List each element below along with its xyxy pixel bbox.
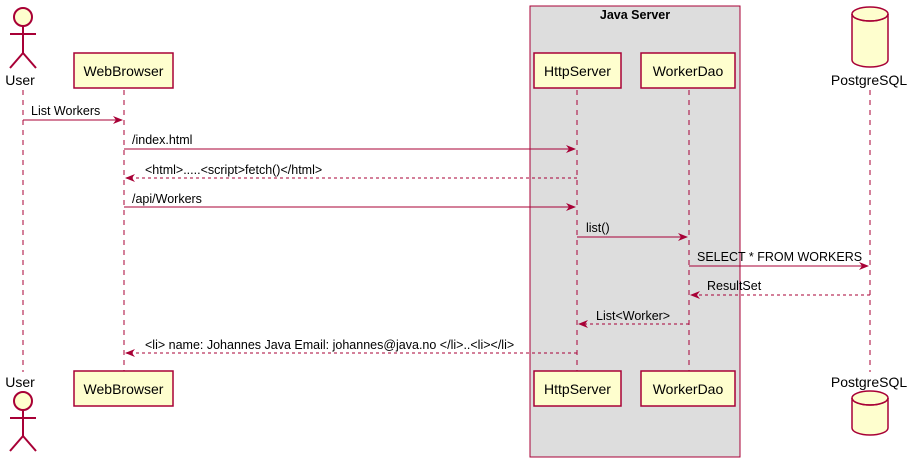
participant-label: PostgreSQL	[831, 374, 907, 390]
participant-db-bottom: PostgreSQL	[831, 374, 907, 436]
lifelines	[22, 90, 871, 372]
message-label: ResultSet	[707, 279, 762, 293]
message-8: List<Worker>	[578, 309, 689, 328]
message-3: <html>.....<script>fetch()</html>	[125, 163, 577, 182]
message-label: <html>.....<script>fetch()</html>	[145, 163, 322, 177]
message-2: /index.html	[124, 133, 576, 153]
participant-http-top: HttpServer	[533, 52, 622, 89]
participant-db-top: PostgreSQL	[831, 6, 907, 88]
participant-label: WorkerDao	[653, 381, 724, 397]
participant-label: User	[5, 72, 35, 88]
database-icon	[851, 390, 889, 436]
participant-label: WorkerDao	[653, 63, 724, 79]
message-label: <li> name: Johannes Java Email: johannes…	[145, 338, 514, 352]
message-label: /api/Workers	[132, 192, 202, 206]
database-icon	[851, 6, 889, 68]
participant-label: WebBrowser	[84, 63, 164, 79]
message-7: ResultSet	[690, 279, 870, 299]
actor-icon	[9, 391, 37, 452]
participant-label: HttpServer	[544, 381, 611, 397]
actor-icon	[9, 7, 37, 69]
participant-browser-bottom: WebBrowser	[73, 370, 174, 407]
participant-browser-top: WebBrowser	[73, 52, 174, 89]
message-5: list()	[577, 221, 688, 241]
participant-user-top: User	[5, 7, 37, 88]
participant-dao-top: WorkerDao	[640, 52, 736, 89]
participant-label: PostgreSQL	[831, 72, 907, 88]
message-label: /index.html	[132, 133, 192, 147]
message-9: <li> name: Johannes Java Email: johannes…	[125, 338, 577, 357]
participant-label: HttpServer	[544, 63, 611, 79]
message-label: SELECT * FROM WORKERS	[697, 250, 862, 264]
message-label: list()	[586, 221, 610, 235]
message-4: /api/Workers	[124, 192, 576, 211]
participant-label: WebBrowser	[84, 381, 164, 397]
group-title: Java Server	[600, 8, 670, 22]
message-1: List Workers	[23, 104, 123, 124]
message-6: SELECT * FROM WORKERS	[689, 250, 869, 270]
participant-user-bottom: User	[5, 374, 37, 452]
participant-label: User	[5, 374, 35, 390]
message-label: List<Worker>	[596, 309, 670, 323]
message-label: List Workers	[31, 104, 100, 118]
participant-dao-bottom: WorkerDao	[640, 370, 736, 407]
participant-http-bottom: HttpServer	[533, 370, 622, 407]
